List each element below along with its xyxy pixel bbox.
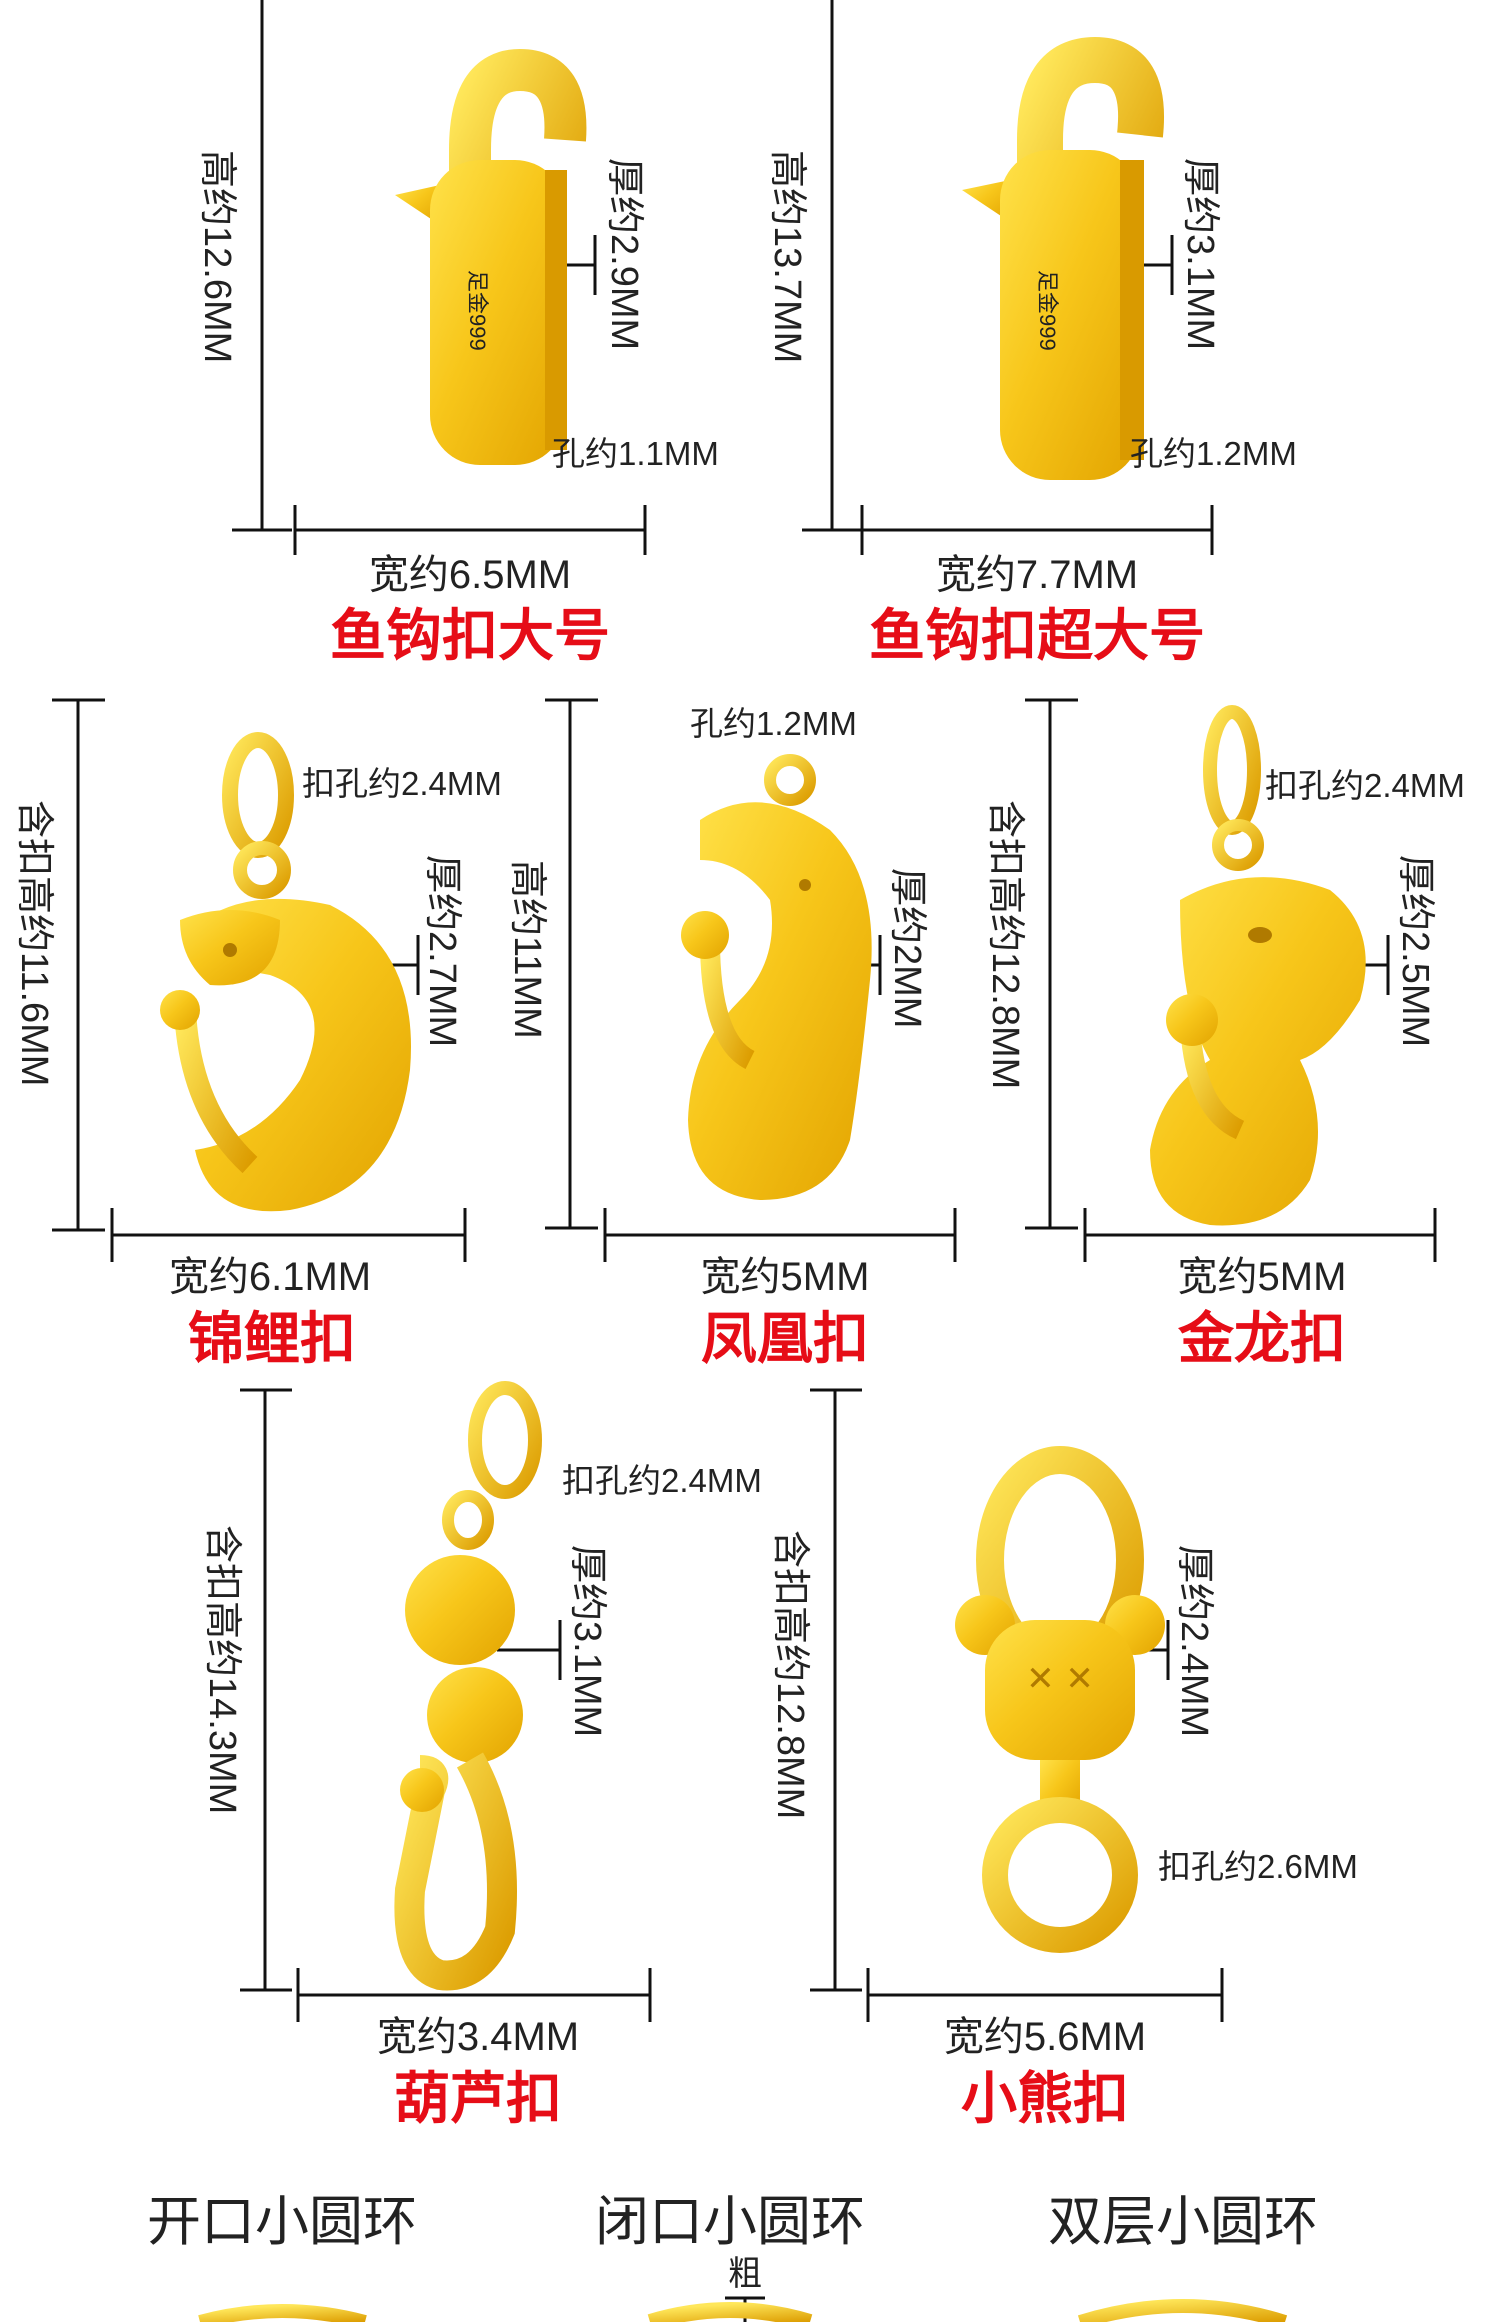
gourd-height: 含扣高约14.3MM <box>201 1525 243 1814</box>
gourd-thickness: 厚约3.1MM <box>566 1545 608 1737</box>
fishhook-xlarge-title: 鱼钩扣超大号 <box>869 604 1205 669</box>
ring-double-image <box>1077 2299 1288 2322</box>
fishhook-xlarge-width: 宽约7.7MM <box>936 553 1138 597</box>
fishhook-xlarge-thickness: 厚约3.1MM <box>1179 158 1221 350</box>
phoenix-width: 宽约5MM <box>701 1255 870 1299</box>
gourd-hole: 扣孔约2.4MM <box>562 1462 762 1499</box>
bear-height: 含扣高约12.8MM <box>769 1530 811 1819</box>
gourd-width: 宽约3.4MM <box>377 2015 579 2059</box>
koi-width: 宽约6.1MM <box>169 1255 371 1299</box>
fishhook-xlarge-hole: 孔约1.2MM <box>1130 435 1297 472</box>
dragon-hole: 扣孔约2.4MM <box>1265 767 1465 804</box>
clasp-fishhook-xlarge: 足金999 高约13.7MM 厚约3.1MM 孔约1.2MM 宽约7.7MM 鱼… <box>766 0 1297 669</box>
phoenix-title: 凤凰扣 <box>701 1307 869 1372</box>
svg-text:✕ ✕: ✕ ✕ <box>1026 1659 1094 1699</box>
koi-title: 锦鲤扣 <box>188 1307 356 1372</box>
koi-image <box>160 732 411 1212</box>
bear-width: 宽约5.6MM <box>944 2015 1146 2059</box>
bear-thickness: 厚约2.4MM <box>1173 1545 1215 1737</box>
rings-row: 开口小圆环 闭口小圆环 双层小圆环 粗 <box>147 2190 1318 2322</box>
gourd-image <box>394 1381 542 1991</box>
gourd-dimension-lines <box>240 1388 652 2022</box>
gourd-title: 葫芦扣 <box>394 2067 562 2132</box>
fishhook-large-height: 高约12.6MM <box>196 150 238 363</box>
dragon-thickness: 厚约2.5MM <box>1394 855 1436 1047</box>
bear-image: ✕ ✕ <box>955 1446 1165 1953</box>
koi-hole: 扣孔约2.4MM <box>302 765 502 802</box>
ring-open-title: 开口小圆环 <box>147 2190 417 2253</box>
clasp-gourd: 含扣高约14.3MM 厚约3.1MM 扣孔约2.4MM 宽约3.4MM 葫芦扣 <box>201 1381 762 2132</box>
ring-closed-note: 粗 <box>728 2255 762 2293</box>
dragon-height: 含扣高约12.8MM <box>984 800 1026 1089</box>
fishhook-large-title: 鱼钩扣大号 <box>330 604 610 669</box>
fishhook-large-hole: 孔约1.1MM <box>552 435 719 472</box>
ring-closed-title: 闭口小圆环 <box>595 2190 865 2253</box>
ring-open-image <box>198 2304 367 2322</box>
ring-double-title: 双层小圆环 <box>1048 2190 1318 2253</box>
clasp-bear: ✕ ✕ 含扣高约12.8MM 厚约2.4MM 扣孔约2.6MM 宽约5.6MM … <box>769 1388 1358 2132</box>
dragon-image <box>1150 705 1366 1226</box>
clasp-fishhook-large: 足金999 高约12.6MM 厚约2.9MM 孔约1.1MM 宽约6.5MM 鱼… <box>196 0 719 669</box>
phoenix-height: 高约11MM <box>506 860 548 1039</box>
fishhook-large-width: 宽约6.5MM <box>369 553 571 597</box>
fishhook-large-thickness: 厚约2.9MM <box>603 158 645 350</box>
phoenix-hole: 孔约1.2MM <box>690 705 857 742</box>
koi-thickness: 厚约2.7MM <box>421 855 463 1047</box>
bear-hole: 扣孔约2.6MM <box>1158 1848 1358 1885</box>
phoenix-thickness: 厚约2MM <box>886 868 928 1028</box>
fishhook-large-image: 足金999 <box>395 48 587 465</box>
fishhook-xlarge-stamp: 足金999 <box>1035 270 1060 351</box>
bear-title: 小熊扣 <box>961 2067 1129 2132</box>
clasp-dragon: 含扣高约12.8MM 厚约2.5MM 扣孔约2.4MM 宽约5MM 金龙扣 <box>984 698 1465 1372</box>
dragon-width: 宽约5MM <box>1178 1255 1347 1299</box>
fishhook-large-stamp: 足金999 <box>465 270 490 351</box>
ring-closed-image <box>647 2302 813 2322</box>
fishhook-xlarge-image: 足金999 <box>962 36 1164 480</box>
clasp-phoenix: 高约11MM 厚约2MM 孔约1.2MM 宽约5MM 凤凰扣 <box>506 698 957 1372</box>
clasp-koi: 含扣高约11.6MM 厚约2.7MM 扣孔约2.4MM 宽约6.1MM 锦鲤扣 <box>13 698 502 1372</box>
phoenix-image <box>681 754 872 1200</box>
fishhook-xlarge-height: 高约13.7MM <box>766 150 808 363</box>
koi-height: 含扣高约11.6MM <box>13 800 55 1086</box>
dragon-title: 金龙扣 <box>1177 1307 1346 1372</box>
